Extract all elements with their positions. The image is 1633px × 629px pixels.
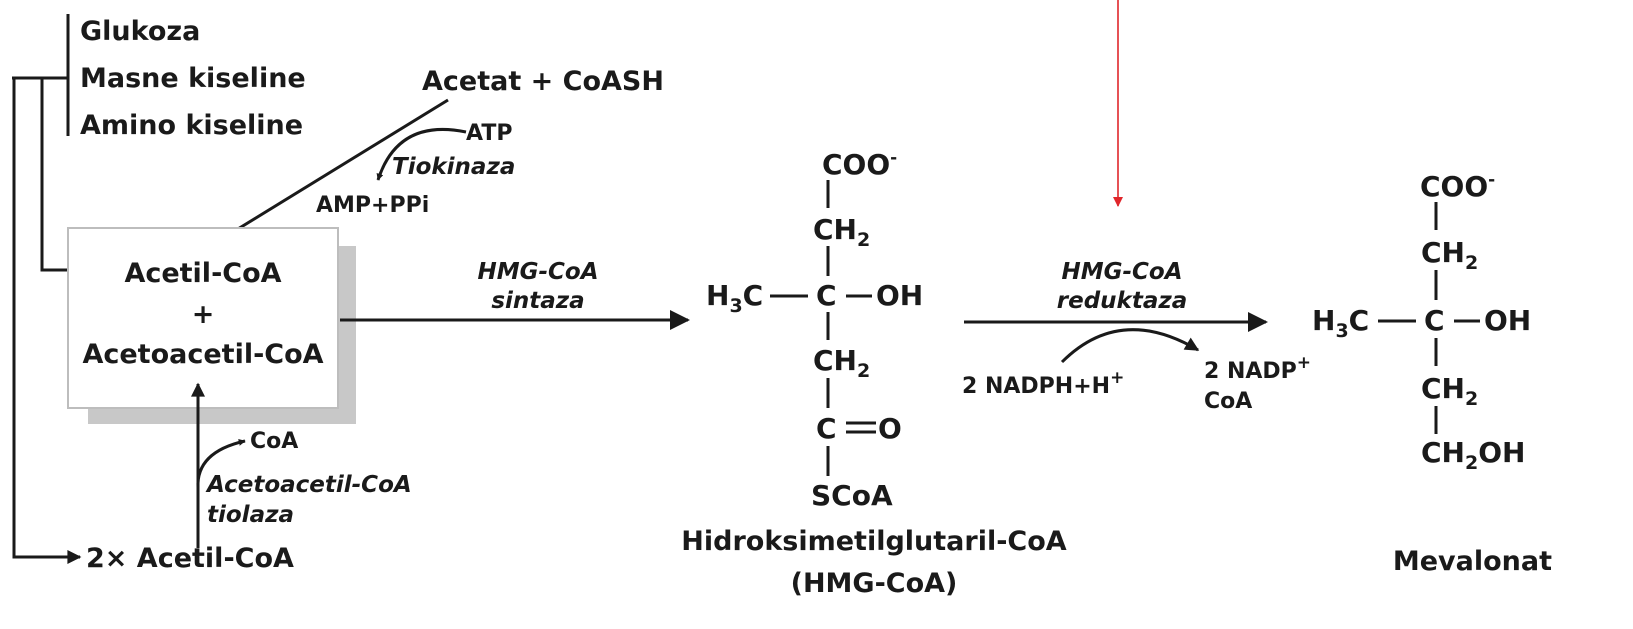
box-plus-sign: + (192, 299, 215, 330)
acetyl-coa-box (67, 227, 339, 409)
hmg-reduktaza-line1: HMG-CoA (1061, 259, 1182, 285)
mevalonat-structure: COO- CH2 H3C C OH CH2 CH2OH (1312, 170, 1531, 474)
reduktaza-curved-arrow (1060, 328, 1200, 364)
arrow-acetat-to-acetil-coa (200, 98, 449, 253)
mev-ch2-top: CH2 (1421, 236, 1478, 274)
hmg-oh-group: OH (876, 279, 923, 312)
hmg-sintaza-line1: HMG-CoA (477, 259, 598, 285)
nadp-label: 2 NADP+ (1204, 353, 1311, 384)
atp-label: ATP (466, 121, 512, 146)
mevalonat-name: Mevalonat (1393, 546, 1552, 577)
mev-coo-group: COO- (1420, 170, 1495, 203)
hmg-coa-structure: COO- CH2 H3C C OH CH2 C O SCoA (706, 148, 923, 512)
hmg-center-carbon: C (816, 279, 837, 312)
tiolaza-enzyme-line1: Acetoacetil-CoA (205, 472, 412, 498)
hmg-reduktaza-line2: reduktaza (1057, 288, 1188, 314)
hmg-ch2-top: CH2 (813, 213, 870, 251)
two-acetil-coa-label: 2× Acetil-CoA (86, 543, 294, 574)
tiolaza-enzyme-line2: tiolaza (207, 502, 294, 528)
hmg-carbonyl-carbon: C (816, 412, 837, 445)
box-acetil-coa: Acetil-CoA (124, 258, 281, 289)
hmg-carbonyl-oxygen: O (878, 412, 902, 445)
hmg-ch2-bottom: CH2 (813, 344, 870, 382)
hmg-scoa-group: SCoA (811, 479, 893, 512)
hmg-coa-abbreviation: (HMG-CoA) (791, 568, 958, 599)
hmg-coa-name: Hidroksimetilglutaril-CoA (681, 526, 1067, 557)
mev-ch2oh-group: CH2OH (1421, 436, 1525, 474)
mev-ch2-bottom: CH2 (1421, 372, 1478, 410)
reduktaza-coa-label: CoA (1204, 389, 1252, 414)
mev-oh-group: OH (1484, 304, 1531, 337)
source-masne-kiseline: Masne kiseline (80, 63, 306, 94)
hmg-coo-group: COO- (822, 148, 897, 181)
acetat-coash-label: Acetat + CoASH (422, 66, 664, 97)
tiokinaza-curved-arrow (376, 127, 467, 181)
source-glukoza: Glukoza (80, 16, 200, 47)
hmg-h3c-group: H3C (706, 279, 763, 317)
box-acetoacetil-coa: Acetoacetil-CoA (82, 339, 323, 370)
nadph-label: 2 NADPH+H+ (962, 368, 1124, 399)
hmg-sintaza-line2: sintaza (491, 288, 584, 314)
tiokinaza-enzyme-label: Tiokinaza (392, 154, 515, 180)
amp-ppi-label: AMP+PPi (316, 193, 429, 218)
source-amino-kiseline: Amino kiseline (80, 110, 303, 141)
arrow-sources-to-2x-acetil-coa (12, 78, 82, 564)
tiolaza-curved-arrow (196, 438, 246, 489)
mev-center-carbon: C (1424, 304, 1445, 337)
mev-h3c-group: H3C (1312, 304, 1369, 342)
tiolaza-coa-label: CoA (250, 429, 298, 454)
sources-bracket (12, 14, 110, 564)
